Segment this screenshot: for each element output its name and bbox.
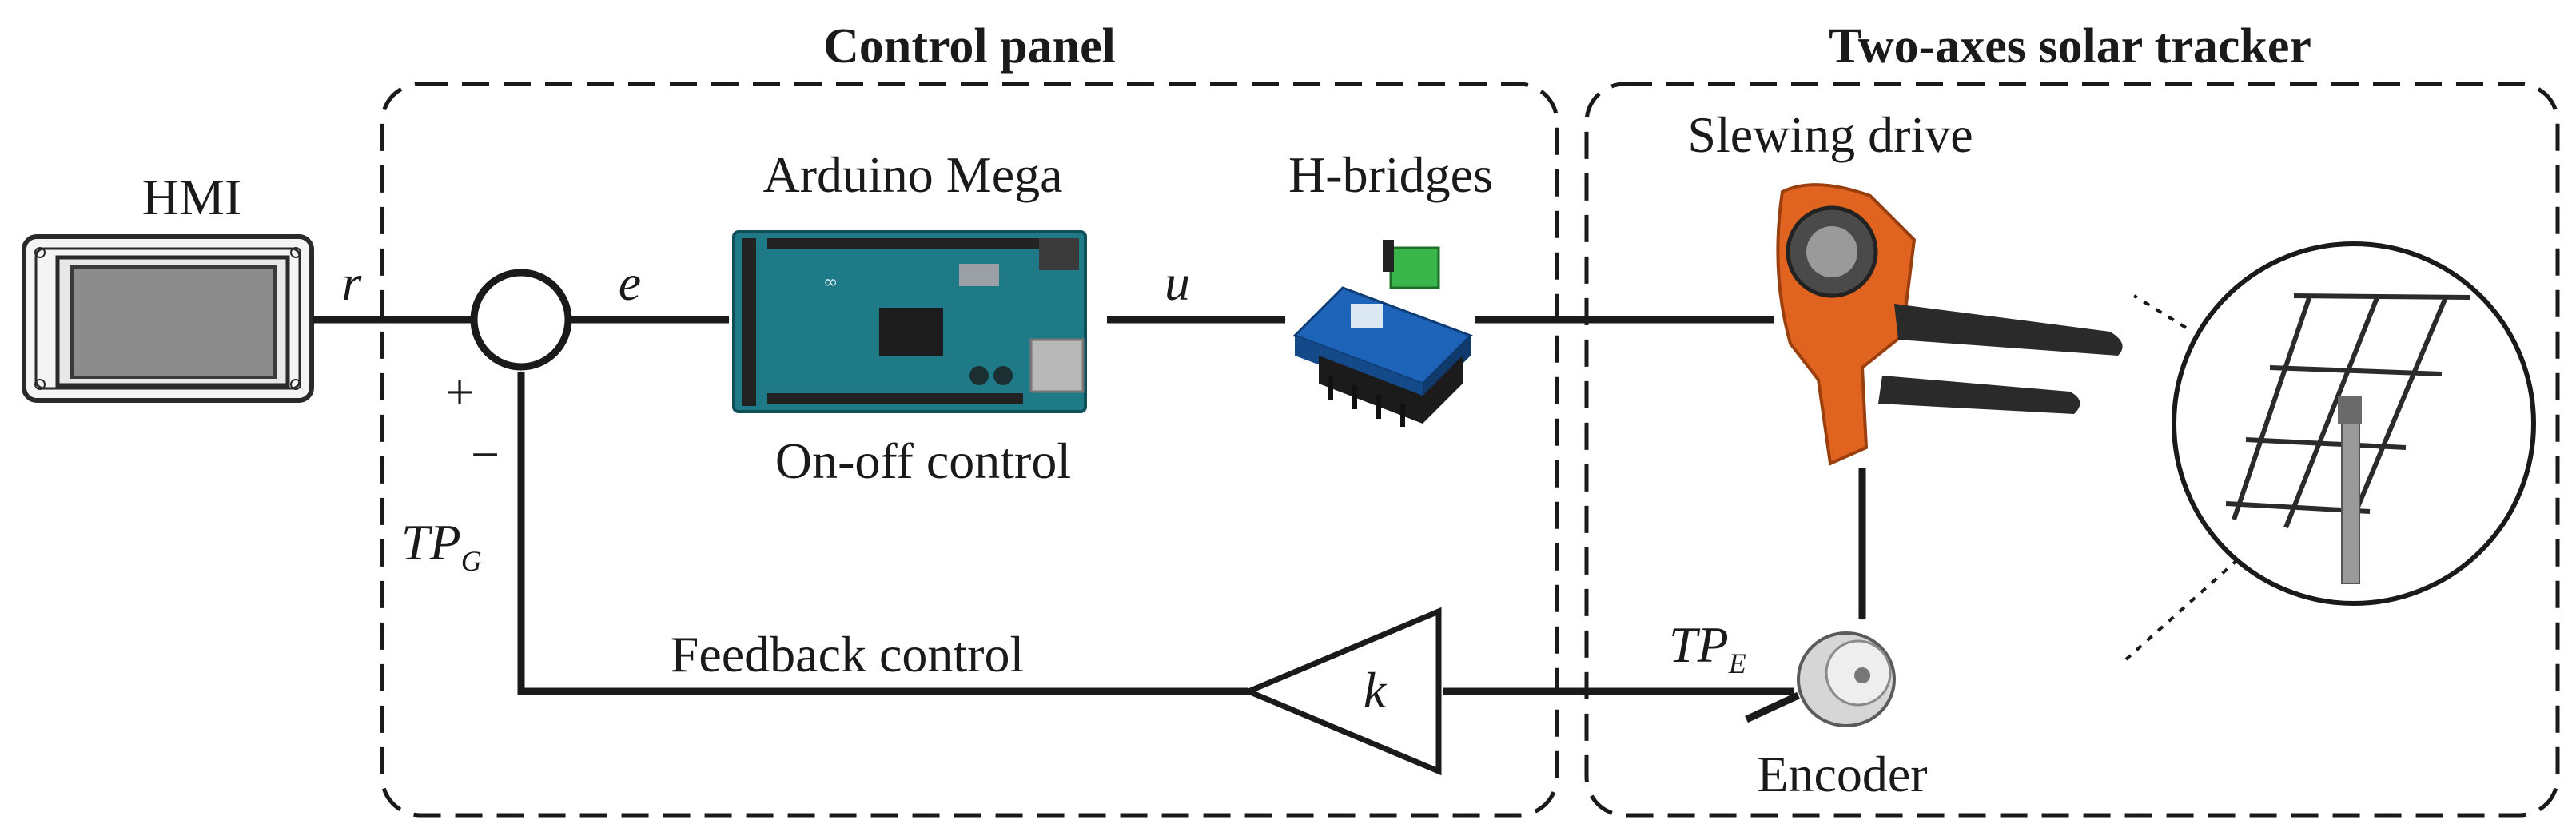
arduino-caption: On-off control [775,432,1071,489]
encoder-label: Encoder [1757,746,1927,802]
signal-tp-e: TPE [1669,616,1746,679]
hmi-label: HMI [142,169,241,225]
hmi-device [22,234,314,403]
feedback-label: Feedback control [671,626,1025,683]
solar-tracker-title: Two-axes solar tracker [1829,19,2311,74]
hbridge-module [1292,240,1473,427]
encoder-device [1745,631,1896,727]
wire-feedback [517,371,1248,695]
signal-u: u [1165,254,1190,311]
summing-junction [470,269,572,371]
control-panel-frame [380,82,1559,818]
arduino-board: ∞ [732,230,1087,413]
control-panel-title: Control panel [823,19,1116,74]
gain-block [1240,607,1442,776]
slewing-drive-label: Slewing drive [1687,106,1973,163]
signal-r: r [342,254,363,311]
signal-e: e [619,254,641,311]
minus-sign: − [471,426,500,483]
solar-tracker-frame [1584,82,2560,818]
gain-k: k [1364,662,1388,719]
arduino-label: Arduino Mega [762,146,1062,203]
svg-text:∞: ∞ [823,273,838,293]
solar-tracker-inset [2124,241,2536,661]
signal-tp-g: TPG [401,514,482,577]
slewing-drive [1776,183,2123,466]
plus-sign: + [445,364,474,420]
hbridges-label: H-bridges [1288,146,1493,203]
